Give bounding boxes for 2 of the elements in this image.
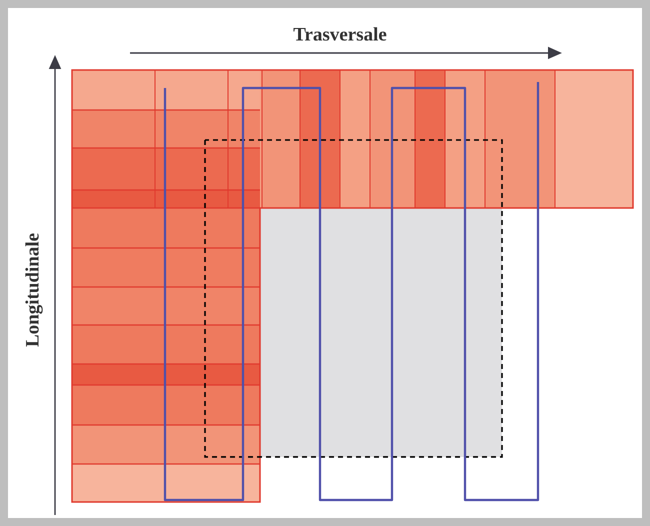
axis-label: Trasversale: [294, 27, 386, 41]
axis-label: Longitudinale: [25, 233, 43, 347]
